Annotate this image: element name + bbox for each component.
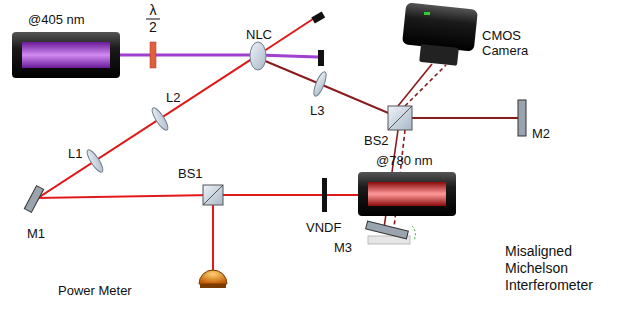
laser-780 [368, 182, 446, 206]
laser-780 [358, 172, 456, 216]
neutral-density-filter [322, 178, 327, 212]
mirror-label: M2 [532, 126, 550, 141]
cmos-camera [402, 2, 478, 51]
lens-label: L2 [166, 90, 180, 105]
tilted-mirror [366, 221, 409, 239]
lens-label: L3 [310, 103, 324, 118]
power-meter [199, 270, 227, 288]
crystal-label: NLC [246, 27, 272, 42]
nonlinear-crystal [250, 42, 266, 70]
lens [311, 70, 328, 97]
laser-405 [12, 32, 120, 78]
nonlinear-crystal [250, 42, 266, 70]
splitter-label: BS1 [178, 166, 203, 181]
beam-splitter [203, 185, 223, 205]
lens [85, 70, 329, 174]
beam-dump [311, 11, 325, 66]
laser-beam [212, 195, 214, 272]
splitter-label: BS2 [364, 133, 389, 148]
laser-405 [12, 32, 120, 78]
camera-label: CMOS Camera [482, 28, 538, 58]
power-meter [200, 284, 226, 288]
tilted-mirror [366, 221, 416, 244]
mirror [24, 186, 43, 213]
mirror-label: M3 [334, 240, 352, 255]
beam-splitter [388, 106, 412, 130]
mirror [24, 186, 43, 213]
meter-label: Power Meter [58, 283, 132, 298]
filter-label: VNDF [306, 220, 341, 235]
beam-dump [311, 11, 325, 23]
panel-outline [353, 5, 624, 312]
cmos-camera [402, 2, 478, 65]
mirror-label: M1 [27, 226, 45, 241]
beam-splitter [388, 106, 412, 130]
power-meter [199, 270, 227, 284]
beam-dump [318, 50, 324, 66]
beam-splitter [203, 185, 223, 205]
tilted-mirror [412, 226, 415, 240]
beam-splitter [203, 185, 223, 205]
waveplate-label: λ 2 [146, 2, 160, 36]
laser-405 [22, 42, 110, 68]
cmos-camera [424, 12, 430, 15]
lens [150, 106, 171, 132]
laser-780 [358, 172, 456, 216]
neutral-density-filter [322, 178, 327, 212]
mirror [518, 100, 526, 136]
half-wave-plate [150, 42, 156, 68]
lens [85, 148, 106, 174]
laser-beam [120, 55, 318, 57]
laser-label: @405 nm [28, 12, 85, 27]
laser-label: @780 nm [376, 153, 433, 168]
panel-title: Misaligned Michelson Interferometer [505, 243, 620, 294]
laser-beam [405, 65, 446, 106]
cmos-camera [419, 44, 459, 66]
lens-label: L1 [68, 146, 82, 161]
beam-splitter [388, 106, 412, 130]
mirror [518, 100, 526, 136]
